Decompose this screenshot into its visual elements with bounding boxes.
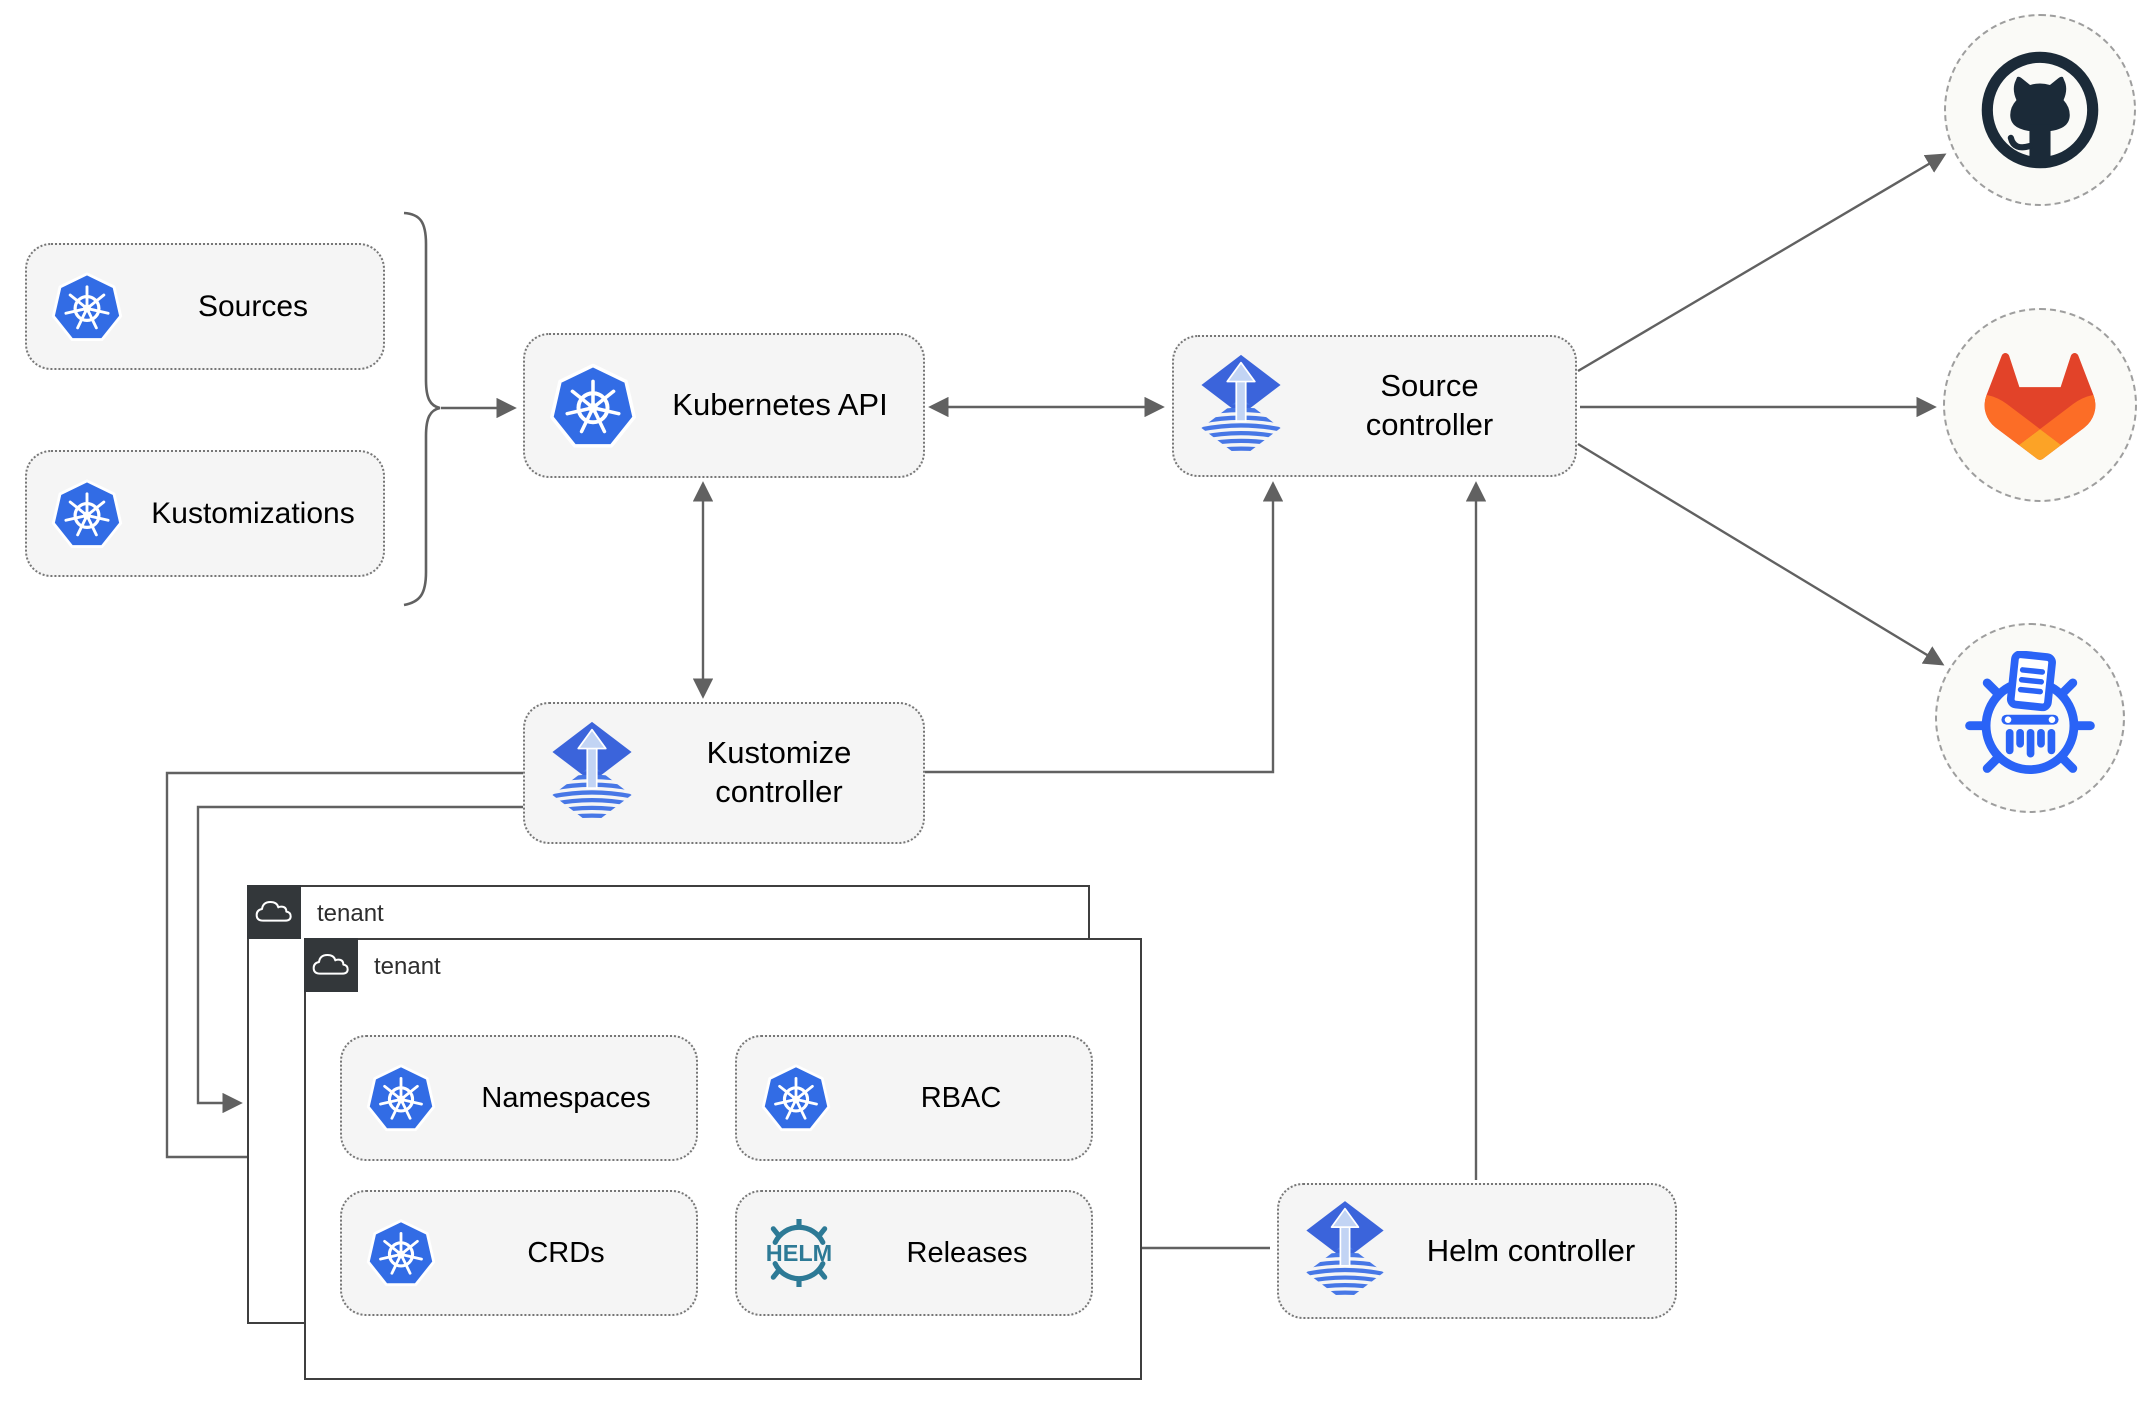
- tenant-label: tenant: [374, 953, 441, 980]
- tenant-header-front: [304, 938, 358, 992]
- arrow-kustomize-to-source-controller: [925, 481, 1284, 774]
- node-kubernetes-api: Kubernetes API: [523, 333, 925, 478]
- kubernetes-icon: [549, 362, 637, 450]
- node-sources: Sources: [25, 243, 385, 370]
- kubernetes-icon: [366, 1063, 436, 1133]
- helm-icon: [755, 1219, 843, 1287]
- kubernetes-icon: [51, 478, 123, 550]
- node-label: Source controller: [1365, 368, 1494, 442]
- node-label: Sources: [197, 289, 309, 323]
- cloud-icon: [311, 951, 351, 979]
- arrow-kustomize-to-front-tenant: [165, 771, 523, 1168]
- node-rbac: RBAC: [735, 1035, 1093, 1161]
- kustomize-icon: [1964, 651, 2096, 785]
- node-label: Kustomize controller: [706, 735, 852, 809]
- node-helm-controller: Helm controller: [1277, 1183, 1677, 1319]
- arrow-source-controller-to-kustomize-repo: [1577, 442, 1945, 666]
- node-label: Namespaces: [481, 1081, 651, 1114]
- tenant-label: tenant: [317, 900, 384, 927]
- node-kustomize-controller: Kustomize controller: [523, 702, 925, 844]
- flux-icon: [1198, 353, 1284, 460]
- node-releases: Releases: [735, 1190, 1093, 1316]
- flux-icon: [549, 720, 635, 827]
- node-label: Kustomizations: [151, 496, 355, 530]
- node-label: CRDs: [527, 1236, 605, 1269]
- flux-icon: [1303, 1199, 1387, 1304]
- node-label: RBAC: [920, 1081, 1002, 1114]
- provider-kustomize-repo: [1935, 623, 2125, 813]
- kubernetes-icon: [51, 271, 123, 343]
- node-label: Kubernetes API: [672, 387, 888, 423]
- node-label: Helm controller: [1426, 1232, 1636, 1268]
- node-label: Releases: [906, 1236, 1028, 1269]
- node-namespaces: Namespaces: [340, 1035, 698, 1161]
- tenant-header-back: [247, 885, 301, 939]
- node-crds: CRDs: [340, 1190, 698, 1316]
- cloud-icon: [254, 898, 294, 926]
- brace-sources-group: [403, 211, 441, 607]
- gitlab-icon: [1965, 340, 2115, 470]
- github-icon: [1978, 48, 2102, 172]
- arrow-kustomize-to-back-tenant: [196, 805, 523, 1114]
- provider-github: [1944, 14, 2136, 206]
- kubernetes-icon: [761, 1063, 831, 1133]
- node-source-controller: Source controller: [1172, 335, 1577, 477]
- node-kustomizations: Kustomizations: [25, 450, 385, 577]
- provider-gitlab: [1943, 308, 2137, 502]
- arrow-source-controller-to-github: [1577, 153, 1947, 373]
- kubernetes-icon: [366, 1218, 436, 1288]
